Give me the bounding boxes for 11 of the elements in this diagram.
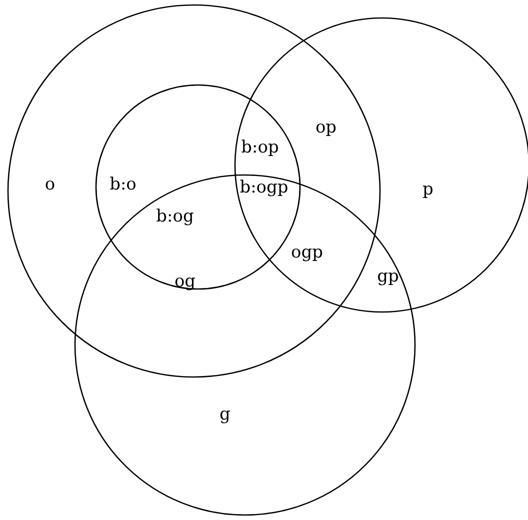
region-label: b:o [110, 176, 136, 194]
region-label: b:og [156, 208, 194, 226]
region-label: o [44, 176, 56, 194]
region-label: ogp [291, 244, 323, 262]
region-label: og [174, 272, 196, 292]
region-label: b:ogp [240, 178, 288, 198]
region-label: gp [377, 268, 399, 286]
region-label: p [422, 180, 434, 200]
region-label: b:op [241, 138, 279, 158]
region-label: g [220, 406, 230, 424]
region-label: op [315, 118, 337, 138]
